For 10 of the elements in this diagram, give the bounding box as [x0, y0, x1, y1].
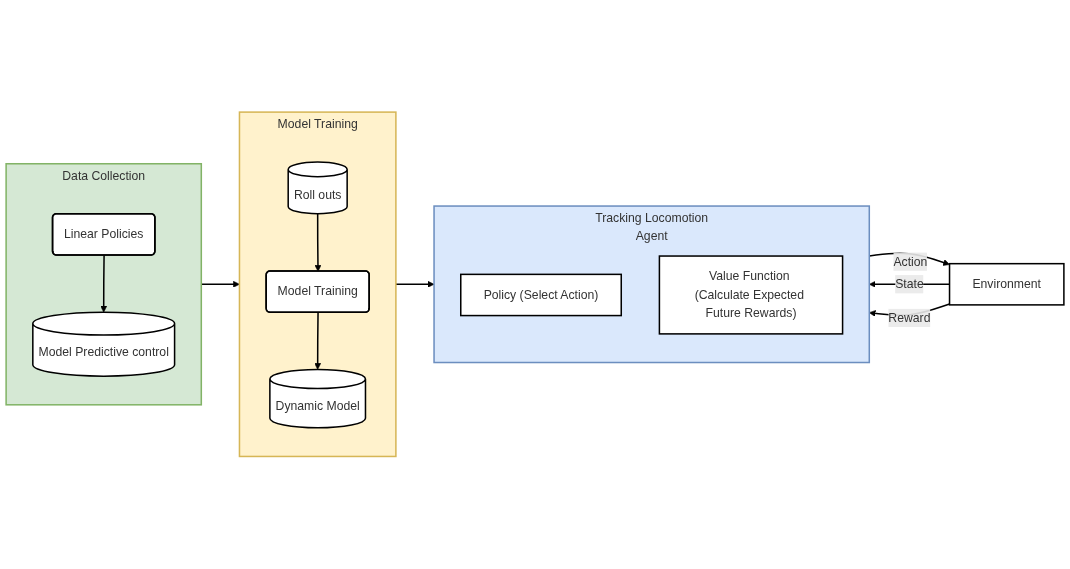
arrow — [314, 312, 322, 370]
arrow — [314, 213, 322, 272]
edge-label: State — [895, 277, 924, 291]
node-box: Environment — [948, 263, 1065, 306]
edge-label: Reward — [888, 311, 931, 325]
arrow — [100, 254, 108, 313]
edge-label: Action — [893, 255, 928, 269]
node-box: Value Function (Calculate Expected Future Rewards) — [658, 255, 844, 335]
arrow — [395, 281, 435, 288]
node-box: Policy (Select Action) — [460, 273, 622, 317]
